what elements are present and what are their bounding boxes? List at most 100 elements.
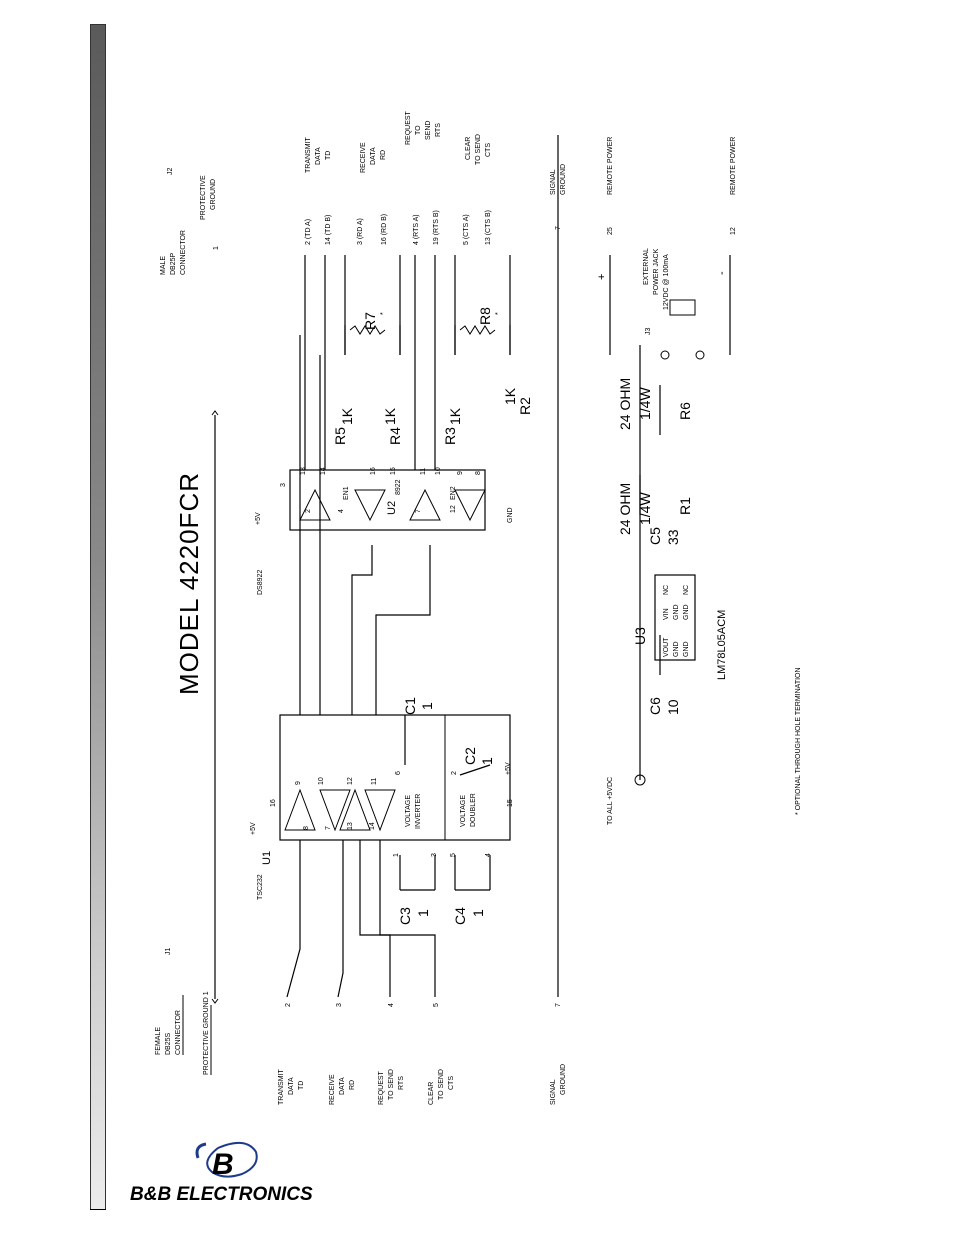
svg-text:24 OHM: 24 OHM	[617, 483, 633, 535]
u1-pin-l: 5	[450, 853, 457, 857]
svg-text:24 OHM: 24 OHM	[617, 378, 633, 430]
svg-text:7: 7	[555, 1003, 562, 1007]
brand-logo-mark: B	[195, 1141, 258, 1181]
svg-text:2 (TD A): 2 (TD A)	[305, 219, 312, 245]
svg-text:VOUT: VOUT	[663, 637, 670, 657]
power-jack-j3: J3 EXTERNAL POWER JACK 12VDC @ 100mA + -	[596, 248, 728, 360]
svg-text:DATA: DATA	[370, 147, 377, 165]
svg-text:7: 7	[555, 226, 562, 230]
cap-c2: C2 1 +5V	[459, 747, 512, 776]
svg-text:RD: RD	[349, 1080, 356, 1090]
svg-text:1/4W: 1/4W	[637, 492, 653, 525]
u2-pin-o: 3	[280, 483, 287, 487]
u1-doubler-1: VOLTAGE	[460, 795, 467, 827]
right-signal-cts: 5 (CTS A) 13 (CTS B) CLEAR TO SEND CTS	[463, 134, 492, 245]
j1-name-line-2: DB25S	[165, 1032, 172, 1055]
j2-ground-line-1: PROTECTIVE	[200, 175, 207, 220]
u2-en1: EN1	[343, 486, 350, 500]
svg-text:DATA: DATA	[288, 1077, 295, 1095]
svg-text:EXTERNAL: EXTERNAL	[643, 248, 650, 285]
svg-text:CTS: CTS	[485, 143, 492, 157]
svg-text:R5: R5	[332, 427, 348, 445]
svg-text:RTS: RTS	[435, 123, 442, 137]
j2-pin1-arrow	[211, 410, 219, 416]
svg-text:GND: GND	[683, 604, 690, 620]
svg-text:C1: C1	[402, 697, 418, 715]
u1-pin-m: 1	[393, 853, 400, 857]
svg-text:DATA: DATA	[339, 1077, 346, 1095]
res-r7: R7 *	[344, 312, 401, 355]
svg-text:RECEIVE: RECEIVE	[329, 1074, 336, 1105]
svg-text:R3: R3	[442, 427, 458, 445]
svg-text:SEND: SEND	[425, 121, 432, 140]
svg-text:+5V: +5V	[505, 762, 512, 775]
svg-text:SIGNAL: SIGNAL	[550, 169, 557, 195]
u2-pin-c: 16	[370, 467, 377, 475]
res-r2: R2 1K	[502, 387, 533, 415]
j2-ref: J2	[167, 168, 174, 176]
svg-text:C4: C4	[452, 907, 468, 925]
u2-block	[289, 469, 486, 531]
svg-text:1K: 1K	[502, 387, 518, 405]
svg-text:R2: R2	[517, 397, 533, 415]
svg-text:RECEIVE: RECEIVE	[360, 142, 367, 173]
footer-links: ​​	[570, 1166, 782, 1178]
u2-pin-f: 10	[435, 467, 442, 475]
u2-receiver-2	[454, 489, 486, 522]
svg-text:1K: 1K	[447, 407, 463, 425]
svg-text:*: *	[495, 312, 502, 315]
svg-text:13 (CTS B): 13 (CTS B)	[485, 210, 492, 245]
svg-text:R4: R4	[387, 427, 403, 445]
svg-text:14 (TD B): 14 (TD B)	[325, 215, 332, 245]
svg-text:25: 25	[607, 227, 614, 235]
u2-pin-l: 4	[338, 509, 345, 513]
right-signal-td: 2 (TD A) 14 (TD B) TRANSMIT DATA TD	[305, 137, 332, 246]
svg-text:CLEAR: CLEAR	[428, 1082, 435, 1105]
svg-text:U3: U3	[632, 627, 648, 645]
wire-td-in	[286, 840, 301, 998]
svg-text:CLEAR: CLEAR	[465, 137, 472, 160]
svg-text:1/4W: 1/4W	[637, 387, 653, 420]
svg-text:C2: C2	[462, 747, 478, 765]
svg-text:POWER JACK: POWER JACK	[653, 248, 660, 295]
j2-ground-pin: 1	[213, 246, 220, 250]
svg-text:-: -	[716, 271, 728, 275]
right-signal-rd: 3 (RD A) 16 (RD B) RECEIVE DATA RD	[357, 142, 388, 245]
cap-c4: C4 1	[452, 855, 491, 925]
j2-name-line-3: CONNECTOR	[180, 230, 187, 275]
svg-text:4: 4	[388, 1003, 395, 1007]
svg-text:R8: R8	[477, 307, 493, 325]
svg-text:GND: GND	[673, 641, 680, 657]
svg-text:3 (RD A): 3 (RD A)	[357, 218, 364, 245]
svg-text:TO SEND: TO SEND	[388, 1069, 395, 1100]
u2-driver-2	[409, 488, 441, 521]
svg-text:12VDC @ 100mA: 12VDC @ 100mA	[663, 254, 670, 310]
u2-pin-e: 11	[420, 468, 427, 475]
wire-rts-in	[359, 840, 391, 997]
svg-text:TO SEND: TO SEND	[438, 1069, 445, 1100]
svg-text:REMOTE POWER: REMOTE POWER	[607, 137, 614, 195]
left-signal-cts: CLEAR TO SEND CTS 5	[428, 1003, 455, 1105]
svg-text:*: *	[380, 312, 387, 315]
res-r5: R5 1K	[332, 407, 355, 445]
u1-inverter-1: VOLTAGE	[405, 795, 412, 827]
svg-text:16 (RD B): 16 (RD B)	[381, 214, 388, 245]
u1-doubler-2: DOUBLER	[470, 793, 477, 827]
u2-pin-a: 13	[300, 467, 307, 475]
svg-text:GND: GND	[673, 604, 680, 620]
svg-text:2: 2	[285, 1003, 292, 1007]
footer-link-2[interactable]: ​	[672, 1166, 782, 1178]
cap-c6: C6 10	[647, 697, 681, 715]
left-signal-rts: REQUEST TO SEND RTS 4	[378, 1003, 405, 1105]
footer-link-1[interactable]: ​	[570, 1166, 666, 1178]
j1-pin1-arrow	[211, 998, 219, 1004]
svg-text:TD: TD	[325, 151, 332, 160]
svg-text:33: 33	[665, 529, 681, 545]
svg-text:TO: TO	[415, 125, 422, 135]
u1-inverter-2: INVERTER	[415, 794, 422, 829]
u1-receiver-1	[284, 788, 316, 831]
svg-text:R6: R6	[677, 402, 693, 420]
left-signal-ground: SIGNAL GROUND 7	[550, 1003, 567, 1105]
j2-ground-line-2: GROUND	[210, 179, 217, 210]
wire-rd-in	[337, 840, 344, 998]
